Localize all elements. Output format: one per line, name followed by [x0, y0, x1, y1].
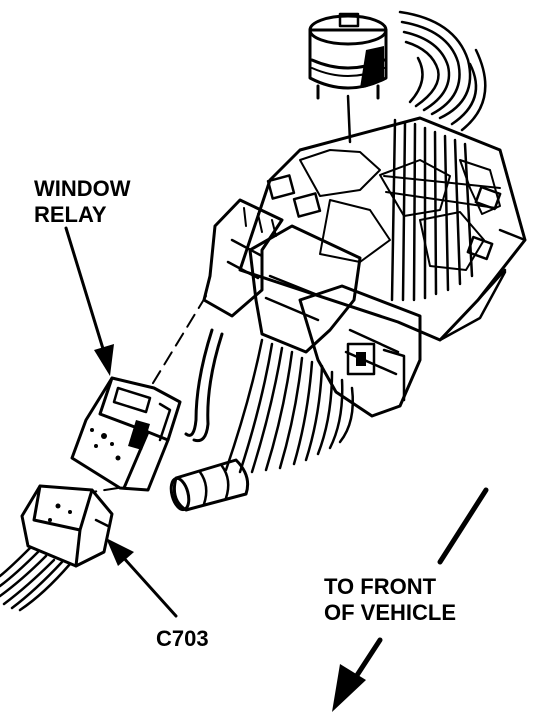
- alignment-lines: [91, 295, 207, 493]
- direction-arrow: [332, 487, 489, 712]
- direction-label-line2: OF VEHICLE: [324, 600, 457, 625]
- junction-block: [238, 116, 527, 342]
- window-relay-label-line1: WINDOW: [34, 176, 131, 201]
- lower-harness: [169, 328, 354, 512]
- window-relay-label-line2: RELAY: [34, 202, 107, 227]
- cylinder-module: [308, 12, 388, 144]
- window-relay-arrow: [64, 226, 114, 376]
- c703-label: C703: [156, 626, 209, 651]
- c703-arrow: [106, 538, 178, 618]
- window-relay-component: [70, 376, 182, 492]
- c703-connector-component: [0, 484, 114, 612]
- upper-wire-bundle: [398, 10, 487, 132]
- front-plug-connectors: [202, 198, 422, 418]
- direction-label-line1: TO FRONT: [324, 574, 437, 599]
